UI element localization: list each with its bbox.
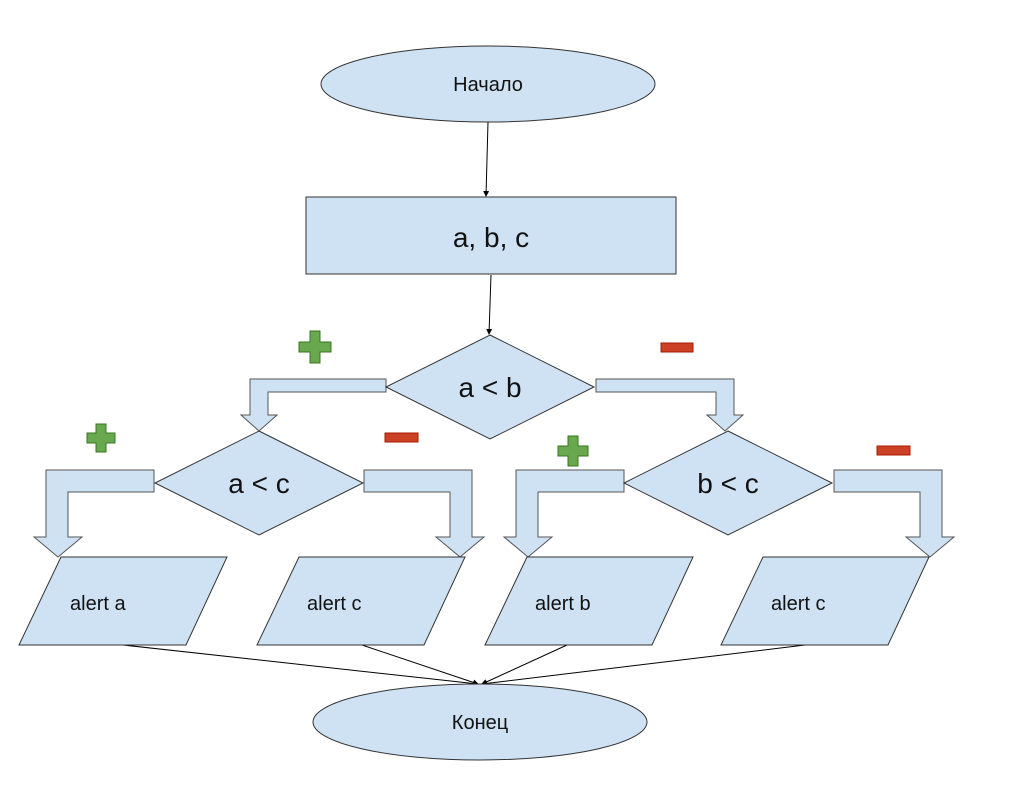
decision-b-lt-c-label: b < c	[697, 468, 758, 499]
output-alert-b-label: alert b	[535, 593, 591, 615]
decision-a-lt-c-label: a < c	[228, 468, 289, 499]
end-terminal	[312, 683, 648, 761]
start-terminal	[320, 45, 656, 123]
connector-start-to-input	[483, 121, 490, 197]
end-label: Конец	[452, 712, 508, 734]
output-alert-a	[18, 556, 228, 646]
output-alert-c-right-label: alert c	[771, 593, 825, 615]
connector-input-to-decision	[486, 274, 493, 335]
output-alert-b	[484, 556, 694, 646]
decision-a-lt-b	[384, 334, 596, 440]
plus-icon	[86, 423, 116, 453]
input-block	[305, 196, 677, 275]
connector-alert-b-to-end	[481, 644, 568, 685]
input-label: a, b, c	[453, 222, 529, 253]
start-label: Начало	[453, 74, 523, 96]
output-alert-c-left	[256, 556, 466, 646]
plus-icon	[298, 330, 332, 364]
output-alert-c-right	[720, 556, 930, 646]
arrow-ac-no	[363, 469, 486, 558]
decision-a-lt-b-label: a < b	[458, 372, 521, 403]
arrow-bc-no	[833, 469, 956, 558]
connector-alert-c-left-to-end	[361, 644, 479, 686]
connector-alert-c-right-to-end	[481, 644, 806, 687]
connector-alert-a-to-end	[122, 644, 479, 687]
arrow-bc-yes	[502, 469, 625, 558]
arrow-ab-no	[595, 378, 745, 432]
minus-icon	[660, 342, 694, 353]
arrow-ab-yes	[239, 378, 387, 432]
minus-icon	[384, 432, 419, 443]
output-alert-c-left-label: alert c	[307, 593, 361, 615]
decision-b-lt-c	[622, 430, 834, 536]
minus-icon	[876, 445, 911, 456]
decision-a-lt-c	[153, 430, 365, 536]
arrow-ac-yes	[32, 469, 155, 558]
output-alert-a-label: alert a	[70, 593, 126, 615]
plus-icon	[557, 435, 589, 467]
